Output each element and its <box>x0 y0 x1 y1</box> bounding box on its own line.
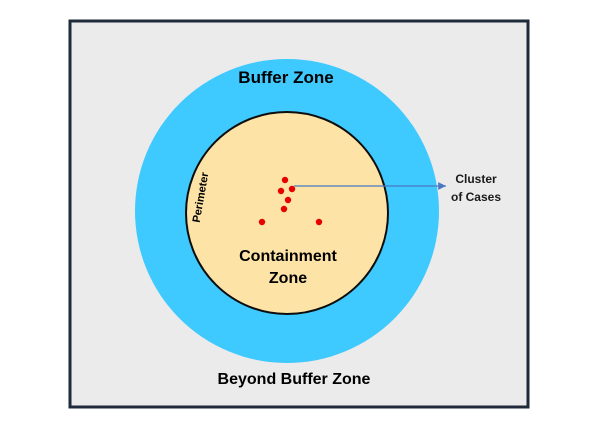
beyond-buffer-zone-label: Beyond Buffer Zone <box>218 371 371 388</box>
containment-zone-label-line1: Containment <box>239 248 337 265</box>
case-dot <box>281 176 289 184</box>
case-dot <box>288 185 296 193</box>
containment-zone-label-line2: Zone <box>269 270 307 287</box>
cluster-of-cases-label-line2: of Cases <box>451 190 501 204</box>
case-dot <box>280 205 288 213</box>
buffer-zone-label: Buffer Zone <box>238 68 333 87</box>
case-dot <box>284 196 292 204</box>
case-dot <box>315 218 323 226</box>
containment-zone-circle <box>185 111 389 315</box>
cluster-of-cases-label-line1: Cluster <box>455 172 497 186</box>
case-dot-group <box>258 176 323 226</box>
case-dot <box>277 187 285 195</box>
case-dot <box>258 218 266 226</box>
